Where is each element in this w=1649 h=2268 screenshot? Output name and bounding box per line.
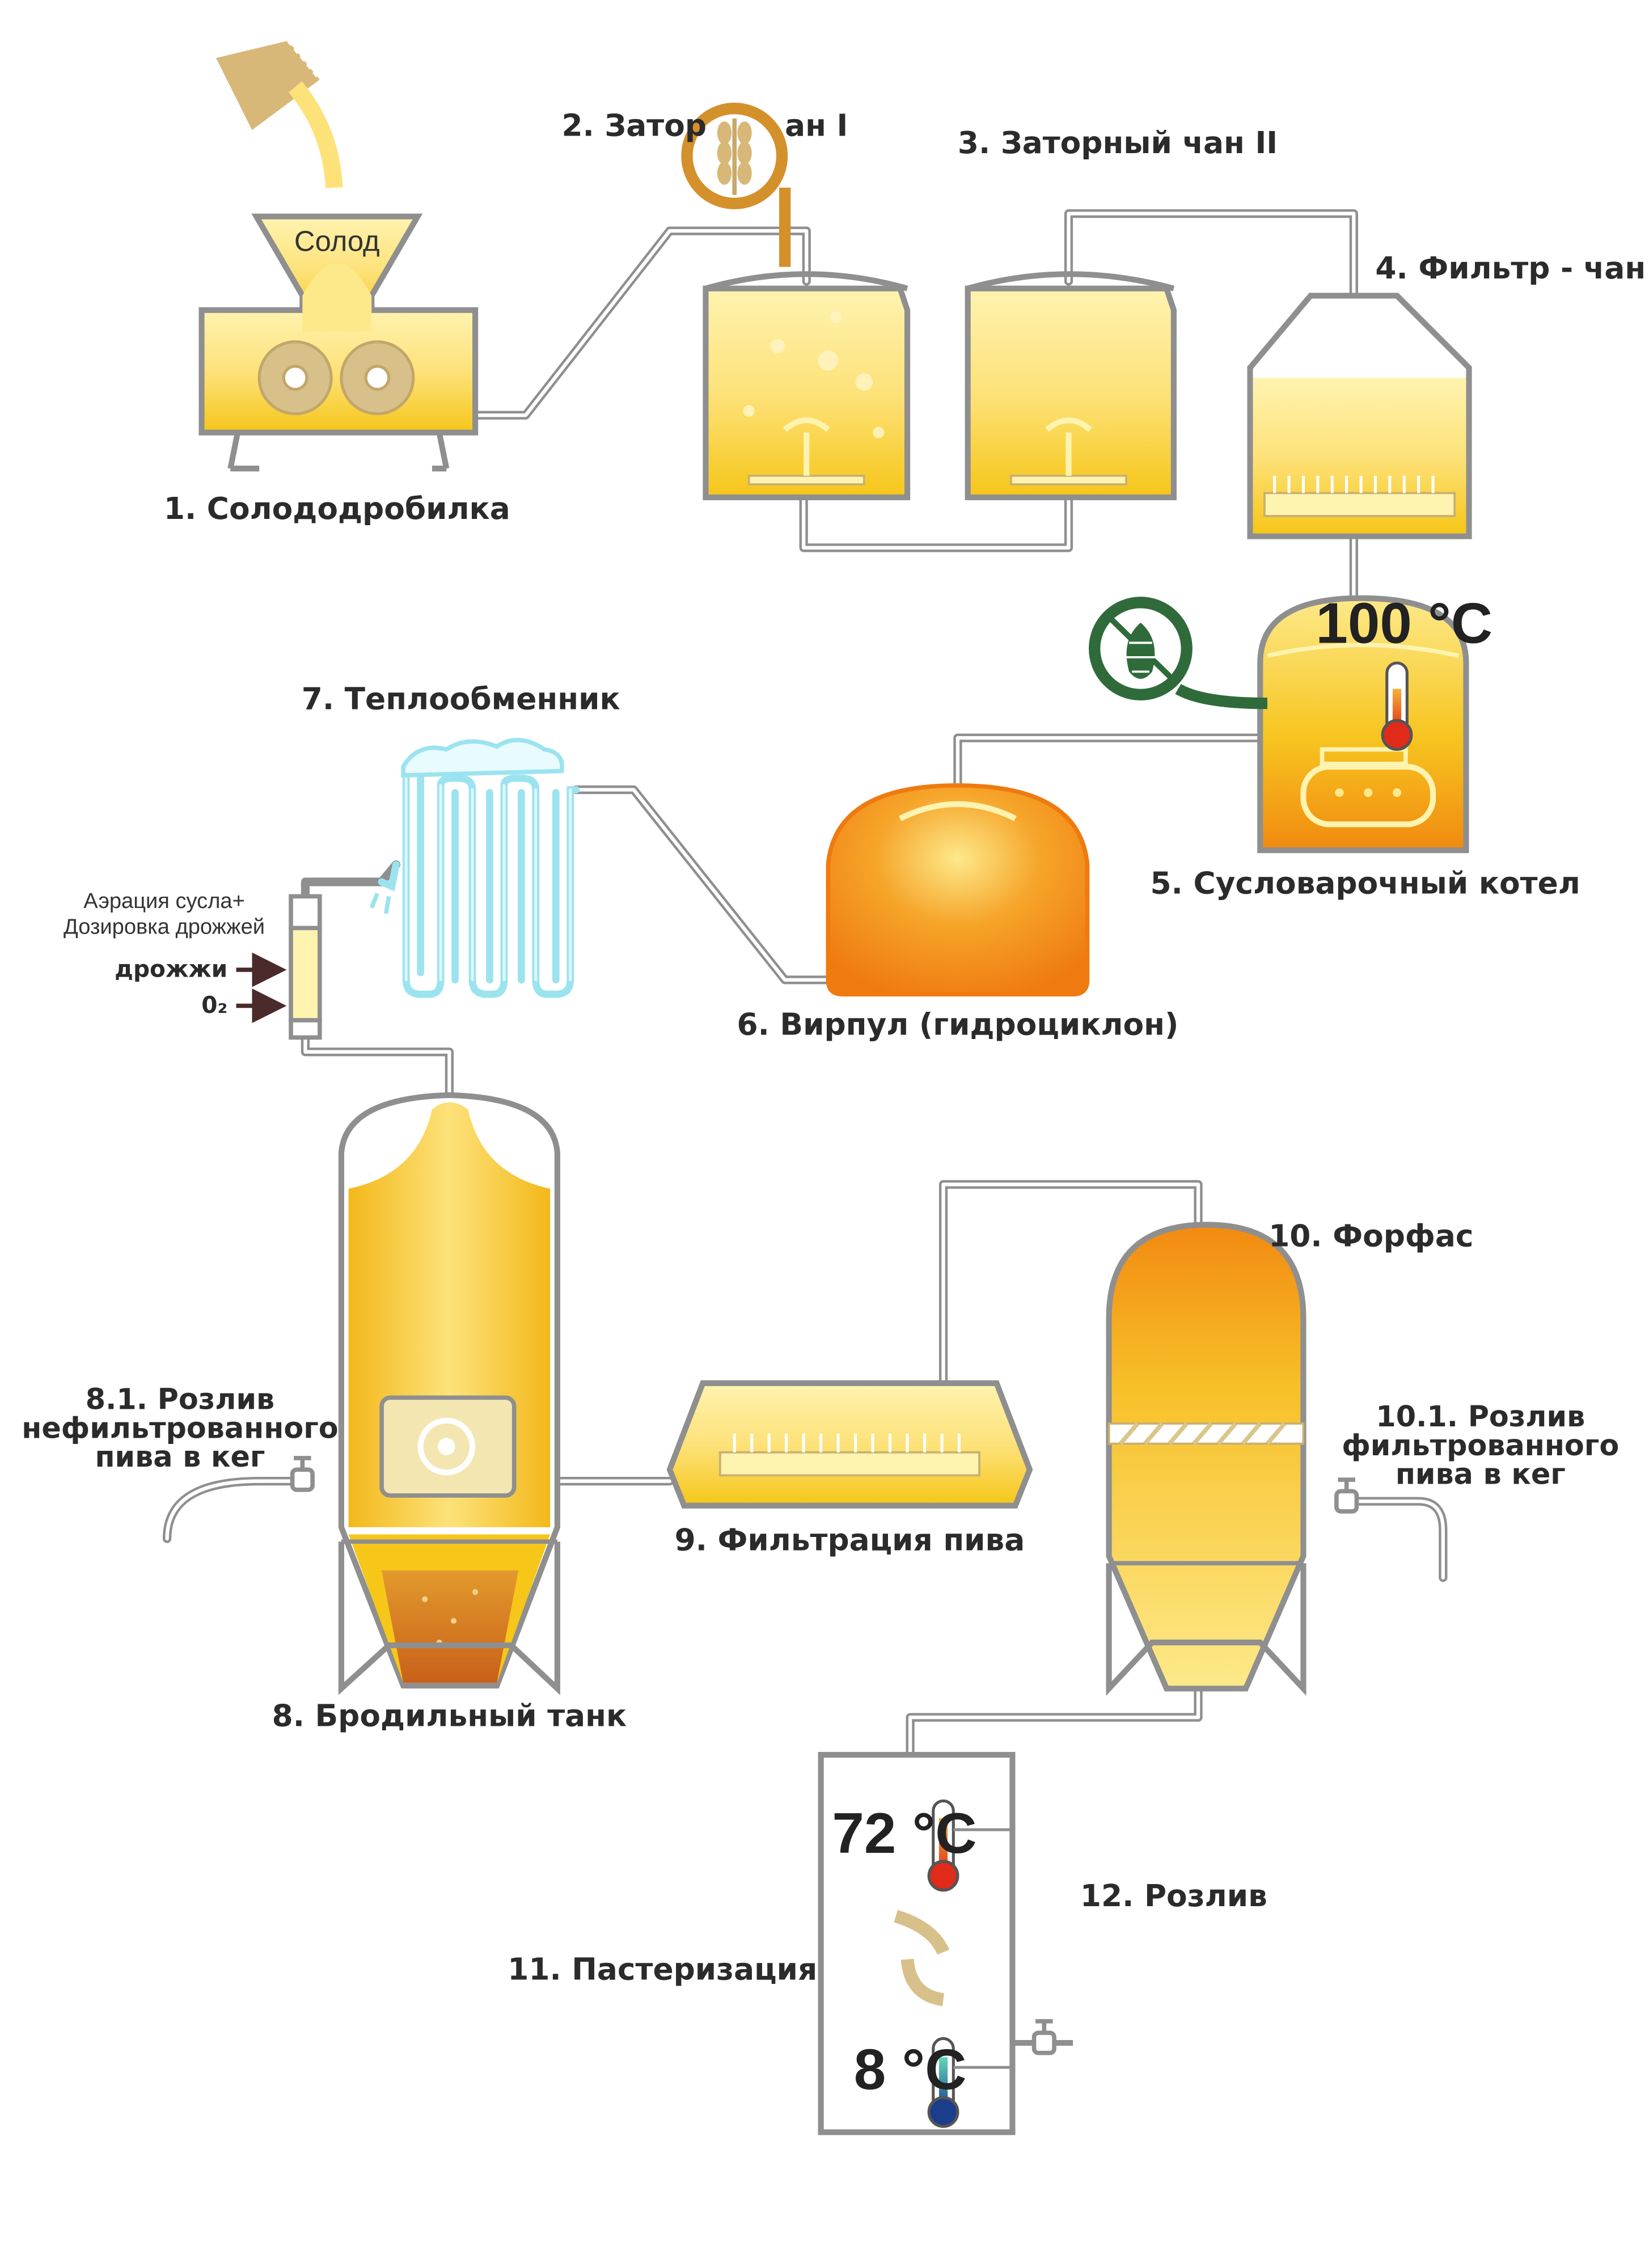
gear-icon: [257, 340, 415, 416]
unfiltered-keg-label-3: пива в кег: [95, 1440, 265, 1473]
bright-tank: 10. Форфас 10.1. Розлив фильтрованного п…: [1106, 1218, 1619, 1696]
bottling-label: 12. Розлив: [1080, 1878, 1267, 1914]
fermenter-label: 8. Бродильный танк: [272, 1697, 627, 1733]
thermometer-icon: [1381, 661, 1413, 751]
filtered-keg-label-2: фильтрованного: [1342, 1429, 1619, 1462]
oxygen-label: 0₂: [201, 991, 227, 1019]
malt-label: Солод: [294, 225, 380, 257]
faucet-icon: [1334, 1477, 1359, 1514]
crusher-label: 1. Солододробилка: [164, 491, 510, 526]
mash-tun-1-label-right: ан I: [785, 107, 848, 143]
kettle-temp: 100 °C: [1316, 590, 1492, 655]
brew-kettle: 100 °C 5. Сусловарочный котел: [1089, 590, 1580, 901]
filtered-keg-label-3: пива в кег: [1396, 1458, 1566, 1491]
unfiltered-keg-label-1: 8.1. Розлив: [86, 1383, 274, 1416]
temp-cold: 8 °C: [854, 2037, 967, 2101]
fermentation-tank: 8.1. Розлив нефильтрованного пива в кег …: [22, 1092, 627, 1733]
thermometer-icon: [927, 2037, 1013, 2128]
faucet-icon: [290, 1456, 315, 1492]
kettle-label: 5. Сусловарочный котел: [1151, 865, 1580, 901]
lauter-tun-label: 4. Фильтр - чан: [1375, 250, 1646, 286]
filtered-keg-label-1: 10.1. Розлив: [1376, 1400, 1585, 1433]
whirlpool-label: 6. Вирпул (гидроциклон): [737, 1006, 1179, 1042]
mash-tun-2: 3. Заторный чан II: [958, 125, 1278, 501]
whirlpool: 6. Вирпул (гидроциклон): [737, 783, 1179, 1042]
lauter-tun: 4. Фильтр - чан: [1247, 250, 1646, 539]
hop-icon: [1089, 597, 1267, 709]
thermometer-icon: [927, 1799, 1013, 1892]
temp-hot: 72 °C: [832, 1801, 976, 1865]
aeration-label-2: Дозировка дрожжей: [64, 915, 265, 939]
heat-exchanger: 7. Теплообменник: [302, 681, 620, 998]
arrow-icon: [894, 1910, 950, 2007]
pipes-inner: [165, 212, 1445, 1757]
unfiltered-keg-label-2: нефильтрованного: [22, 1411, 338, 1445]
pasteurization-label: 11. Пастеризация: [508, 1951, 817, 1987]
mash-tun-1-label-left: 2. Затор: [561, 107, 707, 143]
wheat-icon: [681, 103, 791, 267]
malt-crusher: Солод 1. Солододробилка: [164, 40, 510, 526]
heat-exchanger-label: 7. Теплообменник: [302, 681, 620, 716]
aeration-label-1: Аэрация сусла+: [83, 889, 245, 913]
faucet-icon: [1012, 2019, 1073, 2055]
mash-tun-2-label: 3. Заторный чан II: [958, 125, 1278, 161]
aeration-unit: Аэрация сусла+ Дозировка дрожжей дрожжи …: [64, 889, 322, 1040]
bright-tank-label: 10. Форфас: [1269, 1218, 1473, 1254]
yeast-label: дрожжи: [115, 956, 227, 983]
mash-tun-1: 2. Затор ан I: [561, 103, 911, 501]
filtration-label: 9. Фильтрация пива: [675, 1522, 1025, 1557]
pasteurizer: 72 °C 8 °C 11. Пастеризация 12. Розлив: [508, 1752, 1267, 2135]
malt-sack-icon: [215, 40, 343, 188]
beer-filter: 9. Фильтрация пива: [666, 1380, 1033, 1557]
